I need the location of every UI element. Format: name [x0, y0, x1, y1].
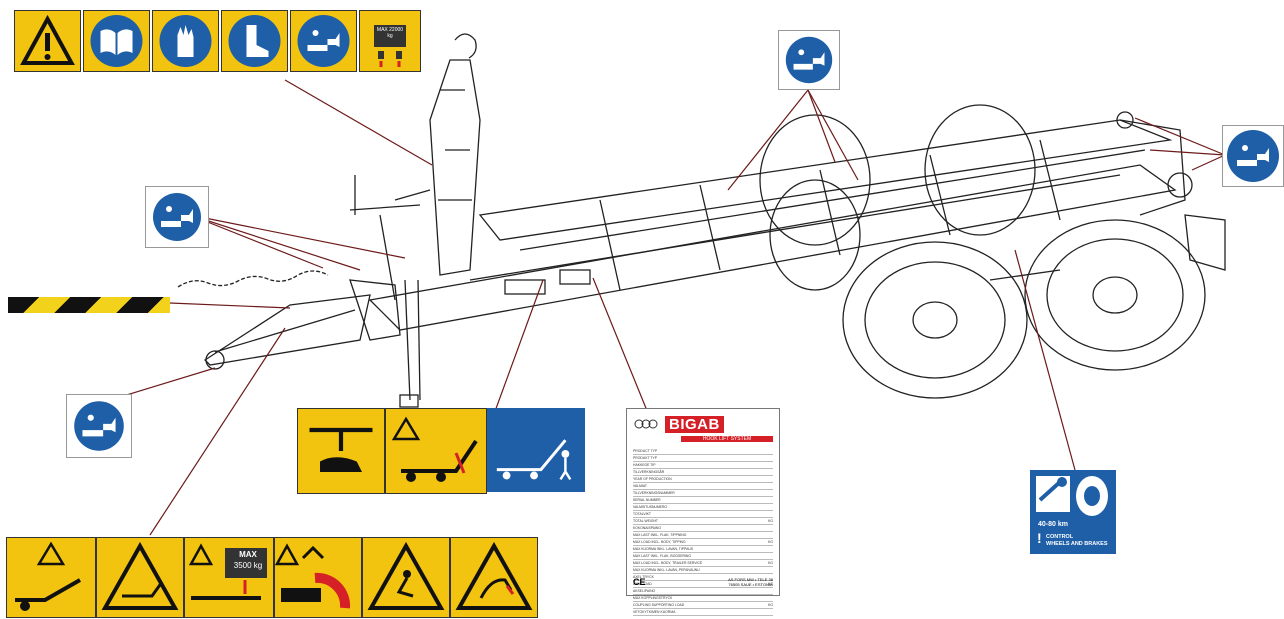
top-max-load-label: MAX 22000 kg [376, 27, 404, 39]
plate-brand: BIGAB [665, 415, 724, 433]
plate-row: TILLVERKNINGSNUMMER [633, 490, 773, 497]
plate-row-label: MAX LAST INKL. FLAK, BOGSERING [633, 554, 691, 558]
plate-row: AKSELIPAINO [633, 588, 773, 595]
plate-row: VETOKYTKIMEN KUORMA [633, 609, 773, 616]
plate-row-label: TOTALVIKT [633, 512, 651, 516]
control-line2: WHEELS AND BRAKES [1046, 541, 1108, 547]
plate-row-label: PRODUCT TYP [633, 449, 658, 453]
grease-sign-mid [778, 30, 840, 90]
grease-sign-front [145, 186, 209, 248]
plate-row-label: AXLE LOAD [633, 582, 652, 586]
tipping-hazard-icon [385, 408, 487, 494]
crush-hazard-icon [274, 537, 362, 618]
plate-row-label: VETOKYTKIMEN KUORMA [633, 610, 676, 614]
plate-address-line1: AS FORS MW • TELE 38 [728, 577, 773, 582]
plate-row: YEAR OF PRODUCTION [633, 476, 773, 483]
crush-warning-icon [96, 537, 184, 618]
plate-row-unit: KG [768, 561, 773, 565]
plate-address-line2: 76505 SAUE • ESTONIA [728, 582, 773, 587]
hazard-sign-strip: MAX 3500 kg [6, 537, 538, 618]
plate-row-label: MAX KUORMA INKL. LAVAN, TIPPAUS [633, 547, 694, 551]
warning-icon [14, 10, 81, 72]
plate-row-label: MAX LOAD INCL. BODY, TRAILER SERVICE [633, 561, 703, 565]
tipping-warning-icon [6, 537, 96, 618]
crush-hand-icon [297, 408, 385, 494]
wheels-brakes-sign: 40-80 km ! CONTROL WHEELS AND BRAKES [1030, 470, 1116, 554]
tipping-warning-strip [297, 408, 585, 494]
plate-row-label: COUPLING SUPPORTING LOAD [633, 603, 685, 607]
plate-header: BIGAB [633, 413, 773, 435]
plate-row: HAKKEGE TIP [633, 462, 773, 469]
plate-row: COUPLING SUPPORTING LOAD KG [633, 602, 773, 609]
plate-row-label: YEAR OF PRODUCTION [633, 477, 672, 481]
plate-row-unit: KG [768, 603, 773, 607]
max-load-icon: MAX 3500 kg [184, 537, 274, 618]
gloves-icon [152, 10, 219, 72]
ce-mark: CE [633, 577, 646, 587]
plate-row: MAX LOAD INCL. BODY, TIPPING KG [633, 539, 773, 546]
plate-row-label: TOTAL WEIGHT [633, 519, 658, 523]
plate-row-label: PRODUKT TYP [633, 456, 657, 460]
plate-row-label: HAKKEGE TIP [633, 463, 656, 467]
plate-row: MAX LAST INKL. FLAK, TIPPNING [633, 532, 773, 539]
plate-row: MAX KOPPLINGSTRYCK [633, 595, 773, 602]
plate-row: TILLVERKNINGSÅR [633, 469, 773, 476]
plate-address: AS FORS MW • TELE 38 76505 SAUE • ESTONI… [728, 577, 773, 587]
plate-row-label: VALMISTUSNUMERO [633, 505, 668, 509]
safety-boots-icon [221, 10, 288, 72]
plate-footer: CE AS FORS MW • TELE 38 76505 SAUE • EST… [633, 577, 773, 587]
tipping-operation-icon [487, 408, 585, 492]
plate-row: VALMISTUSNUMERO [633, 504, 773, 511]
plate-row-label: AXEL TRYCK [633, 575, 654, 579]
plate-row-label: MAX LOAD INCL. BODY, TIPPING [633, 540, 686, 544]
bottom-max-load-value: 3500 kg [233, 561, 263, 570]
type-plate: BIGAB HOOK LIFT SYSTEM PRODUCT TYP PRODUK… [626, 408, 780, 616]
plate-row: TOTAL WEIGHT KG [633, 518, 773, 525]
plate-row: TOTALVIKT [633, 511, 773, 518]
plate-row-label: MAX KOPPLINGSTRYCK [633, 596, 673, 600]
plate-row-label: TILLVERKNINGSÅR [633, 470, 665, 474]
plate-row: MAX KUORMA INKL. LAVAN, PERÄVAUNU [633, 567, 773, 574]
wrench-wheel-icon [1036, 476, 1108, 516]
plate-row-unit: KG [768, 582, 773, 586]
plate-row-label: MAX LAST INKL. FLAK, TIPPNING [633, 533, 687, 537]
plate-row-label: TILLVERKNINGSNUMMER [633, 491, 675, 495]
control-line1: CONTROL [1046, 534, 1074, 540]
plate-row: VALMIAT [633, 483, 773, 490]
brand-logo-icon [634, 419, 658, 429]
plate-row: PRODUKT TYP [633, 455, 773, 462]
ppe-sign-strip: MAX 22000 kg [14, 10, 421, 72]
plate-row: MAX LAST INKL. FLAK, BOGSERING [633, 553, 773, 560]
plate-row-unit: KG [768, 540, 773, 544]
plate-row: PRODUCT TYP [633, 448, 773, 455]
max-load-icon: MAX 22000 kg [359, 10, 421, 72]
plate-row: AXEL TRYCK [633, 574, 773, 581]
plate-row: MAX KUORMA INKL. LAVAN, TIPPAUS [633, 546, 773, 553]
plate-row-label: KOKONAISPAINO [633, 526, 662, 530]
grease-sign-rear [1222, 125, 1284, 187]
fall-hazard-icon [450, 537, 538, 618]
grease-gun-icon [290, 10, 357, 72]
bottom-max-load-top: MAX [239, 550, 257, 559]
plate-rows: PRODUCT TYP PRODUKT TYP HAKKEGE TIP TILLVER… [633, 448, 773, 616]
speed-range-label: 40-80 km [1038, 521, 1068, 528]
plate-row-label: VALMIAT [633, 484, 648, 488]
grease-sign-drawbar [66, 394, 132, 458]
plate-subtitle: HOOK LIFT SYSTEM [681, 436, 773, 442]
plate-row: SERIAL NUMBER [633, 497, 773, 504]
slip-hazard-icon [362, 537, 450, 618]
exclamation-icon: ! [1037, 530, 1042, 546]
plate-row-label: SERIAL NUMBER [633, 498, 661, 502]
plate-row-unit: KG [768, 519, 773, 523]
plate-row: MAX LOAD INCL. BODY, TRAILER SERVICE KG [633, 560, 773, 567]
read-manual-icon [83, 10, 150, 72]
plate-row: AXLE LOAD KG [633, 581, 773, 588]
plate-row-label: AKSELIPAINO [633, 589, 656, 593]
control-instruction: CONTROL WHEELS AND BRAKES [1046, 534, 1108, 548]
plate-row: KOKONAISPAINO [633, 525, 773, 532]
hazard-stripe-bar [8, 297, 170, 313]
plate-row-label: MAX KUORMA INKL. LAVAN, PERÄVAUNU [633, 568, 700, 572]
